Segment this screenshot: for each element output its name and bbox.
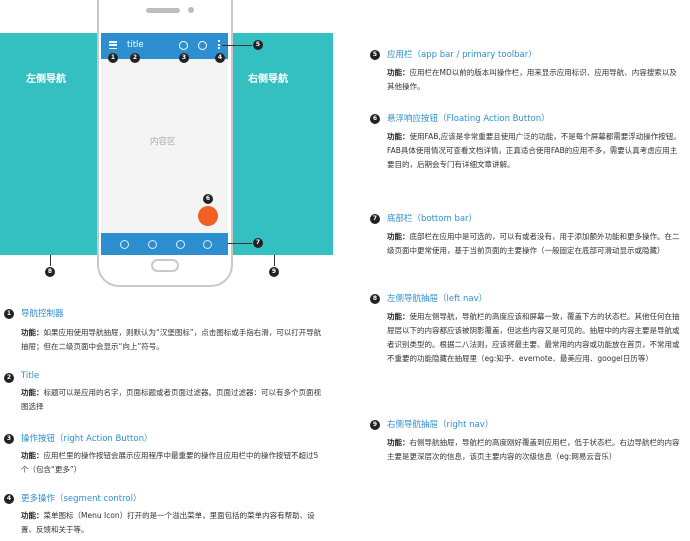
item-badge: 4 [4,494,14,504]
leader-line [228,243,252,244]
item-desc: 功能：使用左侧导航，导航栏的高度应该和屏幕一致，覆盖下方的状态栏。其他任何在抽屉… [387,312,680,363]
action-icon[interactable] [179,41,188,50]
desc-item-5: 5 应用栏（app bar / primary toolbar） 功能：应用栏在… [370,48,682,94]
item-badge: 5 [370,50,380,60]
bottom-nav-icon[interactable] [176,240,185,249]
desc-item-6: 6 悬浮响应按钮（Floating Action Button） 功能：使用FA… [370,112,682,172]
item-title: 操作按钮（right Action Button） [21,434,153,444]
action-icon[interactable] [198,41,207,50]
item-title: 底部栏（bottom bar） [387,214,478,224]
badge-8: 8 [45,267,55,277]
badge-5: 5 [253,40,263,50]
more-icon[interactable] [218,40,221,49]
badge-4: 4 [215,53,225,63]
item-desc: 功能：应用栏在MD以前的版本叫操作栏，用来显示应用标识、应用导航、内容搜索以及其… [387,68,677,91]
leader-line [274,255,275,266]
badge-1: 1 [108,53,118,63]
item-desc: 功能：如果应用使用导航抽屉，则默认为“汉堡图标”，点击图标或手指右滑，可以打开导… [21,328,322,351]
desc-item-7: 7 底部栏（bottom bar） 功能：底部栏在应用中是可选的，可以有或者没有… [370,212,682,258]
leader-line [222,45,252,46]
item-badge: 3 [4,434,14,444]
phone-camera [188,7,194,13]
app-bar [101,33,228,59]
item-badge: 9 [370,420,380,430]
hamburger-icon[interactable] [109,41,117,50]
item-badge: 8 [370,294,380,304]
item-desc: 功能：使用FAB,应该是非常重要且使用广泛的功能，不是每个屏幕都需要浮动操作按钮… [387,132,681,169]
left-nav-label: 左侧导航 [26,74,66,85]
item-title: 更多操作（segment control） [21,494,142,504]
bottom-nav-icon[interactable] [148,240,157,249]
app-bar-title: title [127,40,144,50]
desc-item-3: 3 操作按钮（right Action Button） 功能：应用栏里的操作按钮… [4,432,324,477]
item-title: 右侧导航抽屉（right nav） [387,420,494,430]
desc-item-1: 1 导航控制器 功能：如果应用使用导航抽屉，则默认为“汉堡图标”，点击图标或手指… [4,307,324,354]
item-desc: 功能：右侧导航抽屉，导航栏的高度刚好覆盖到应用栏，低于状态栏。右边导航栏的内容主… [387,438,680,461]
badge-9: 9 [269,267,279,277]
item-title: 悬浮响应按钮（Floating Action Button） [387,114,550,124]
item-title: 左侧导航抽屉（left nav） [387,294,488,304]
item-title: 导航控制器 [21,309,64,319]
item-desc: 功能：底部栏在应用中是可选的，可以有或者没有，用于添加额外功能和更多操作。在二级… [387,232,680,255]
leader-line [50,255,51,266]
item-desc: 功能：菜单图标（Menu Icon）打开的是一个溢出菜单，里面包括的菜单内容有帮… [21,511,315,534]
badge-2: 2 [130,53,140,63]
desc-item-2: 2 Title 功能：标题可以是应用的名字，页面标题或者页面过滤器。页面过滤器：… [4,371,324,414]
floating-action-button[interactable] [198,206,218,226]
item-badge: 2 [4,373,14,383]
item-badge: 6 [370,114,380,124]
right-nav-drawer [230,33,333,255]
content-label: 内容区 [150,137,176,147]
home-button[interactable] [151,259,179,272]
badge-3: 3 [179,53,189,63]
phone-speaker [146,8,180,13]
item-title: Title [21,371,40,381]
desc-item-4: 4 更多操作（segment control） 功能：菜单图标（Menu Ico… [4,492,324,537]
badge-6: 6 [203,194,213,204]
bottom-nav-icon[interactable] [120,240,129,249]
badge-7: 7 [253,238,263,248]
left-nav-drawer [0,33,99,255]
item-desc: 功能：应用栏里的操作按钮会展示应用程序中最重要的操作且应用栏中的操作按钮不超过5… [21,451,319,474]
desc-item-9: 9 右侧导航抽屉（right nav） 功能：右侧导航抽屉，导航栏的高度刚好覆盖… [370,418,682,464]
desc-item-8: 8 左侧导航抽屉（left nav） 功能：使用左侧导航，导航栏的高度应该和屏幕… [370,292,682,366]
bottom-nav-icon[interactable] [203,240,212,249]
right-nav-label: 右侧导航 [248,74,288,85]
item-badge: 7 [370,214,380,224]
item-desc: 功能：标题可以是应用的名字，页面标题或者页面过滤器。页面过滤器：可以有多个页面视… [21,388,321,411]
item-badge: 1 [4,309,14,319]
bottom-bar [101,233,228,255]
item-title: 应用栏（app bar / primary toolbar） [387,50,537,60]
